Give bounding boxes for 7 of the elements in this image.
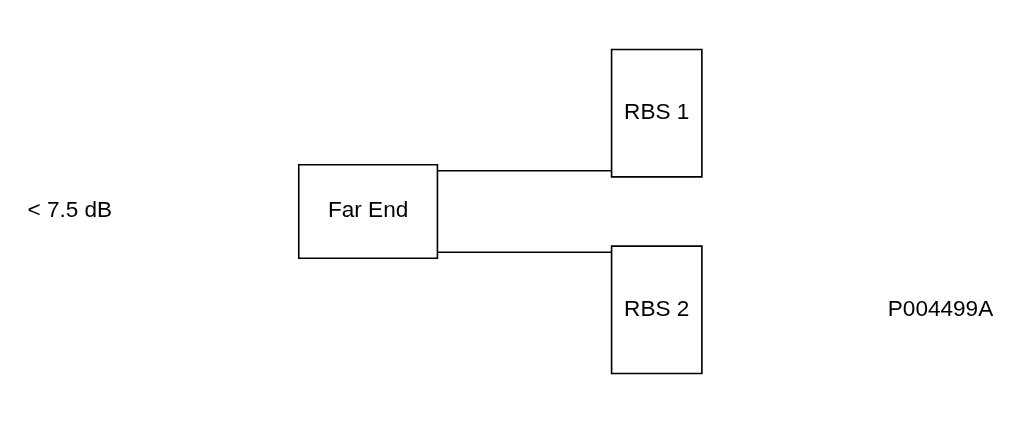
node-box: RBS 2 (610, 244, 703, 374)
connector (437, 250, 613, 253)
label: < 7.5 dB (27, 196, 113, 222)
node-box: Far End (297, 163, 439, 259)
connector (437, 169, 613, 172)
node-box: RBS 1 (610, 48, 703, 178)
label: P004499A (887, 295, 994, 321)
